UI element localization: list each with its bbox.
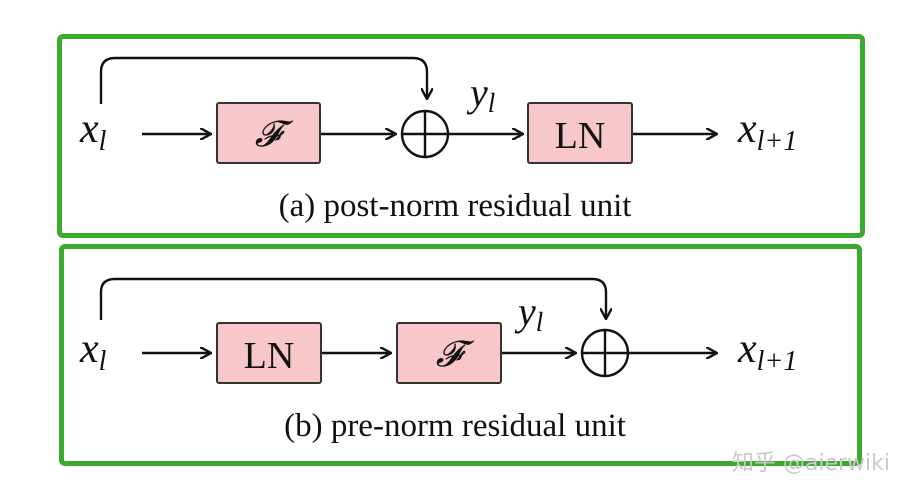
input-x-a: xl: [79, 106, 107, 157]
panel-post-norm: [57, 34, 865, 238]
caption-b: (b) pre-norm residual unit: [284, 408, 626, 444]
box-ln-b-label: LN: [244, 335, 295, 377]
y-label-b: yl: [514, 289, 543, 337]
output-x-b: xl+1: [737, 326, 797, 377]
skip-connection-a: [99, 56, 427, 104]
y-label-a: yl: [466, 70, 495, 118]
box-ln-a: [527, 102, 633, 164]
pre-norm-diagram: xl LN 𝓕 yl xl+1 (b) pre-norm residual un…: [79, 277, 797, 444]
output-x-a: xl+1: [737, 106, 797, 157]
sum-node-b: [580, 328, 630, 378]
caption-a: (a) post-norm residual unit: [279, 188, 632, 224]
box-f-b: [396, 322, 502, 384]
skip-connection-b: [99, 277, 606, 320]
sum-node-a: [400, 109, 450, 159]
box-ln-b: [216, 322, 322, 384]
input-x-b: xl: [79, 326, 107, 377]
box-ln-a-label: LN: [555, 115, 606, 157]
post-norm-diagram: xl 𝓕 yl LN xl+1 (a) post-norm residual u…: [79, 56, 797, 224]
box-f-a: [216, 102, 321, 164]
watermark: 知乎 @aierwiki: [732, 451, 890, 476]
